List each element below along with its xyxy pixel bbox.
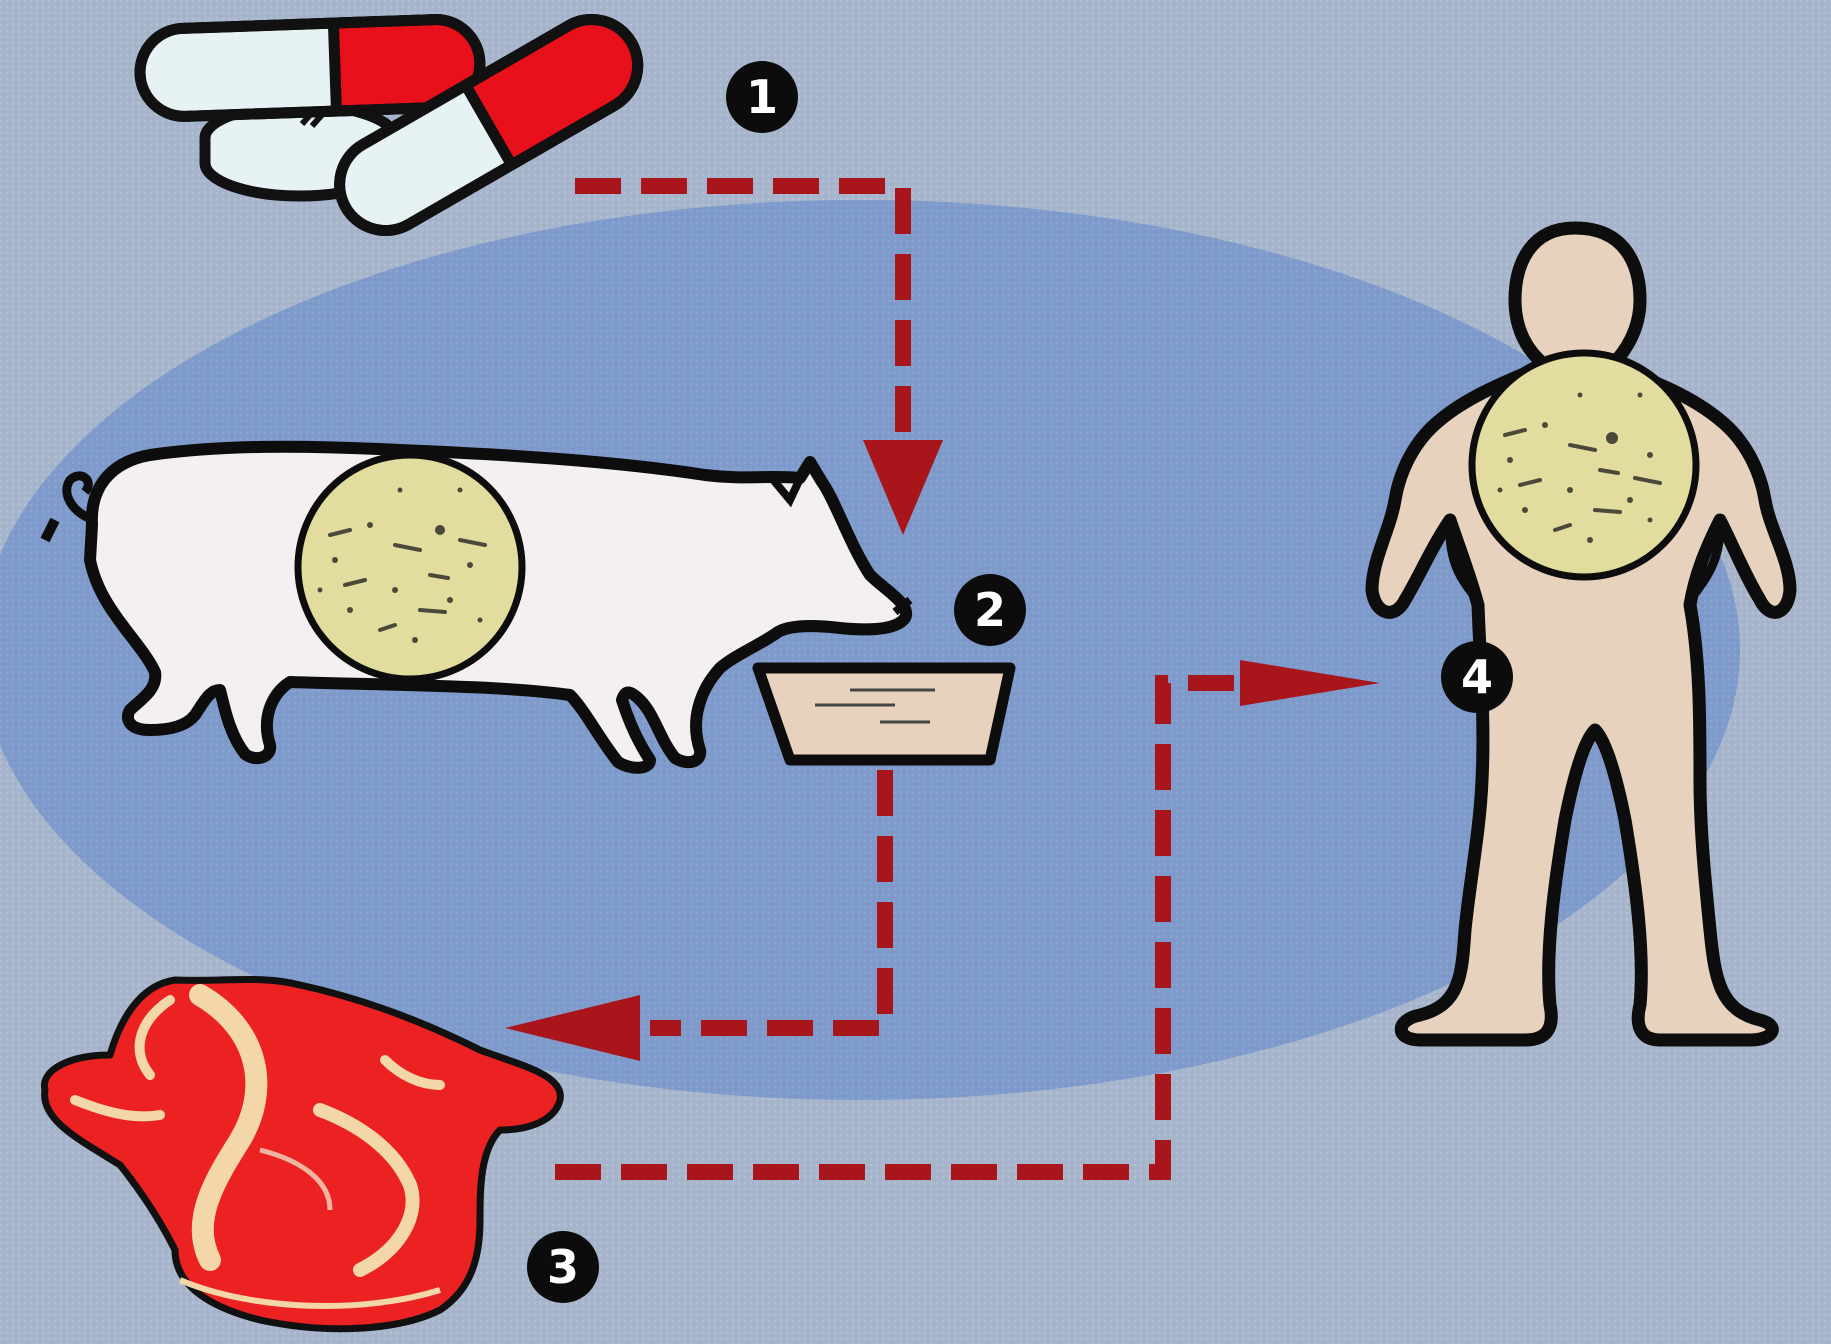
bacteria-colony-icon: [298, 455, 522, 679]
bacteria-colony-icon: [1472, 353, 1696, 577]
feed-trough-icon: [758, 668, 1010, 760]
step-badge-2: 2: [954, 574, 1026, 646]
step-badge-1: 1: [726, 61, 798, 133]
step-number-2: 2: [974, 583, 1006, 637]
step-number-3: 3: [547, 1240, 579, 1294]
step-badge-3: 3: [527, 1231, 599, 1303]
step-badge-4: 4: [1441, 641, 1513, 713]
step-number-4: 4: [1461, 650, 1493, 704]
step-number-1: 1: [746, 70, 778, 124]
